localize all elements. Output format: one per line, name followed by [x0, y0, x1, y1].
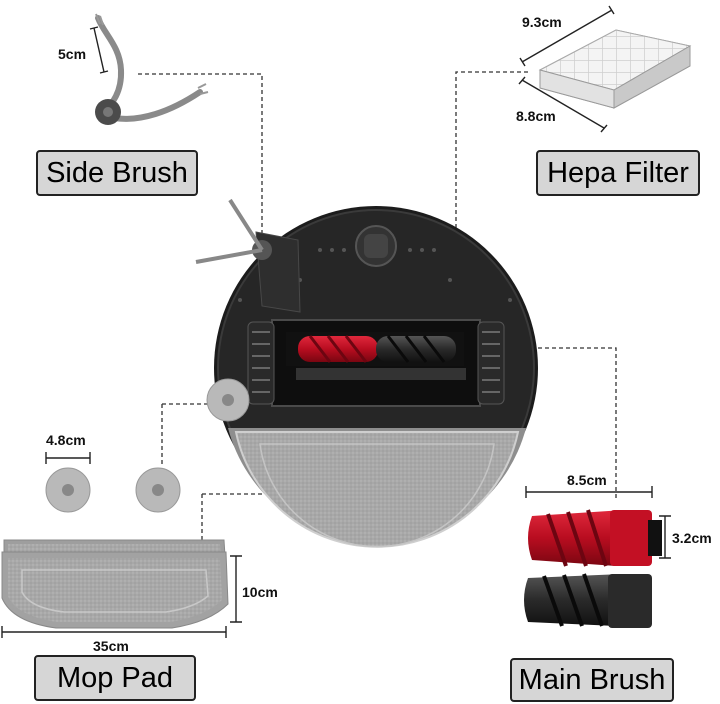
main-brush-length-dimension: 8.5cm: [567, 472, 607, 488]
hepa-filter-label: Hepa Filter: [536, 150, 700, 196]
mop-pad-label: Mop Pad: [34, 655, 196, 701]
hepa-filter-image: [538, 29, 692, 109]
mop-disc-images: [45, 467, 181, 513]
mop-disc-dimension-line: [45, 452, 91, 464]
main-brush-label: Main Brush: [510, 658, 674, 702]
main-brush-diameter-dimension: 3.2cm: [672, 530, 712, 546]
mop-pad-height-dimension: 10cm: [242, 584, 278, 600]
robot-vacuum-bottom: [195, 198, 538, 548]
mop-disc-dimension: 4.8cm: [46, 432, 86, 448]
mop-pad-images: [1, 539, 229, 629]
mop-pad-length-dimension: 35cm: [93, 638, 129, 654]
filter-depth-dimension: 8.8cm: [516, 108, 556, 124]
main-brush-images: [524, 509, 662, 628]
side-brush-image: [95, 13, 209, 125]
mop-pad-dimension-lines: [1, 555, 242, 638]
filter-width-dimension: 9.3cm: [522, 14, 562, 30]
side-brush-dimension: 5cm: [58, 46, 87, 62]
main-brush-dimension-lines: [525, 486, 671, 559]
side-brush-dimension-line: [89, 26, 109, 74]
hepa-filter-dimension-lines: [518, 5, 615, 133]
side-brush-label: Side Brush: [36, 150, 198, 196]
